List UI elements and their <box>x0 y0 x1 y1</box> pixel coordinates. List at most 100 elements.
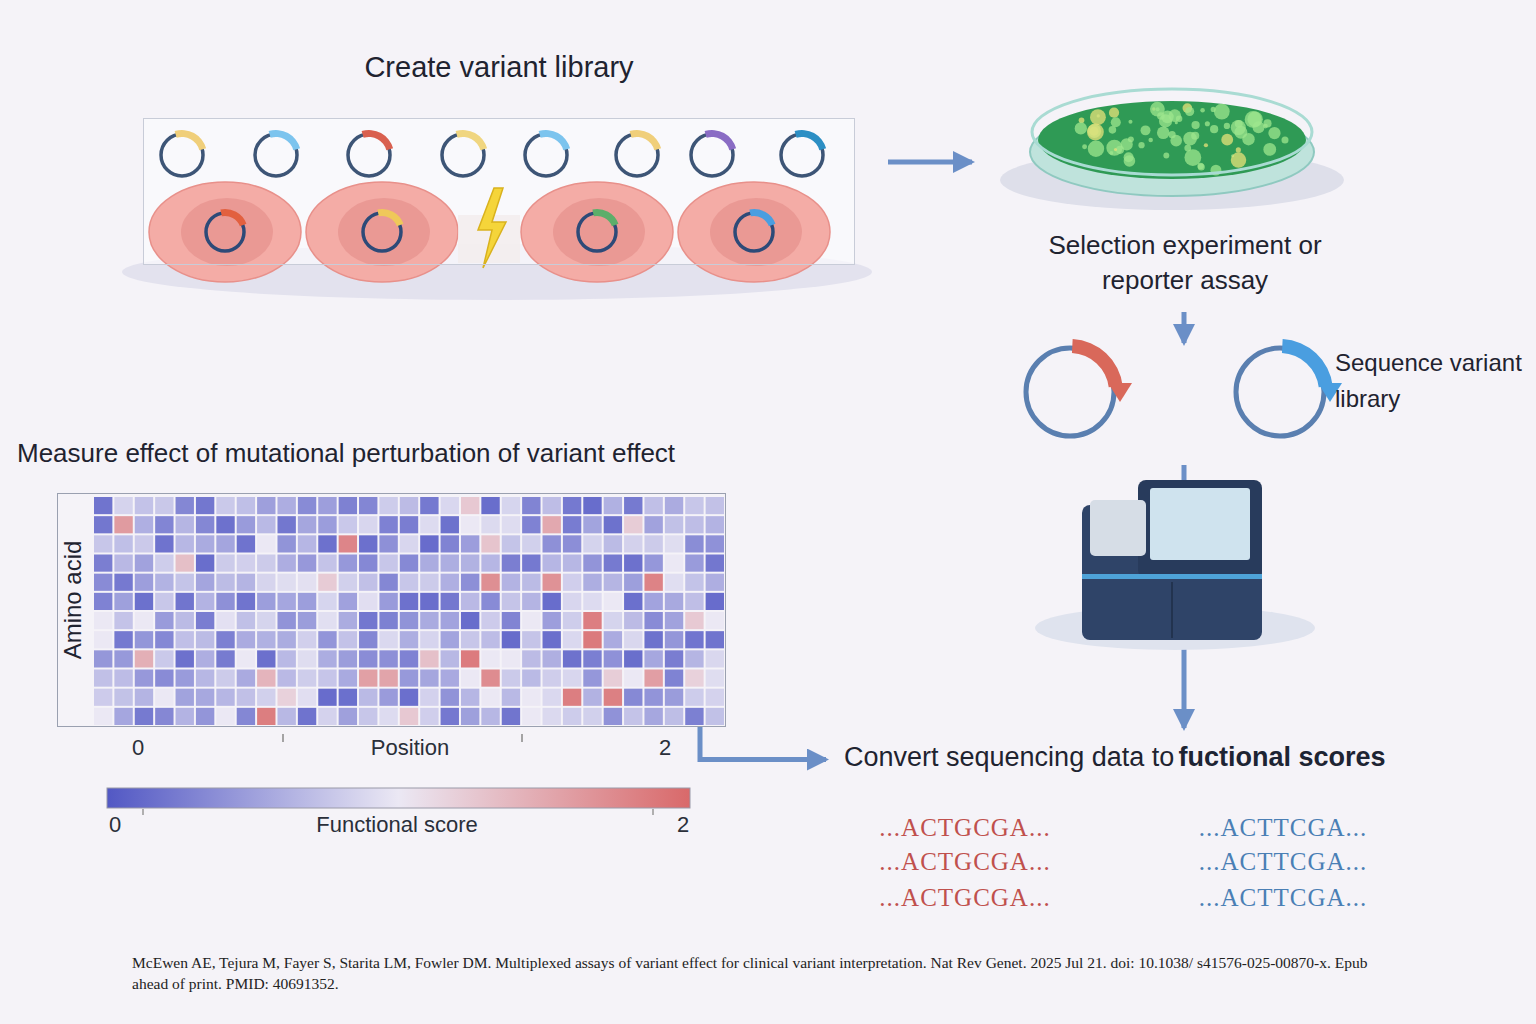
heatmap-cell <box>298 631 316 648</box>
heatmap-cell <box>114 574 132 591</box>
heatmap-cell <box>400 593 418 610</box>
heatmap-cell <box>522 689 540 706</box>
heatmap-cell <box>481 650 499 667</box>
heatmap-cell <box>176 574 194 591</box>
heatmap-cell <box>563 670 581 687</box>
heatmap-cell <box>176 631 194 648</box>
nucleus <box>553 198 645 266</box>
colony <box>1263 119 1271 127</box>
heatmap-cell <box>441 497 459 514</box>
heatmap-cell <box>114 535 132 552</box>
heatmap-cell <box>155 650 173 667</box>
nucleus <box>710 198 802 266</box>
heatmap-cell <box>318 612 336 629</box>
heatmap-cell <box>94 593 112 610</box>
heatmap-cell <box>359 593 377 610</box>
colony <box>1141 125 1151 135</box>
heatmap-cell <box>502 631 520 648</box>
heatmap-cell <box>318 631 336 648</box>
heatmap-cell <box>441 535 459 552</box>
heatmap-cell <box>665 555 683 572</box>
sample-lid <box>1090 500 1146 556</box>
heatmap-cell <box>155 555 173 572</box>
heatmap-cell <box>461 516 479 533</box>
heatmap-cell <box>359 497 377 514</box>
heatmap-cell <box>624 612 642 629</box>
colony <box>1109 151 1113 155</box>
heatmap-cell <box>339 497 357 514</box>
heatmap-cell <box>502 497 520 514</box>
heatmap-cell <box>379 535 397 552</box>
plasmid-insert <box>749 209 775 226</box>
heatmap-cell <box>155 535 173 552</box>
heatmap-cells <box>94 497 724 725</box>
heatmap-cell <box>685 670 703 687</box>
heatmap-cell <box>237 516 255 533</box>
heatmap-cell <box>543 650 561 667</box>
heatmap-cell <box>624 535 642 552</box>
heatmap-cell <box>277 516 295 533</box>
heatmap-cell <box>522 708 540 725</box>
heatmap-cell <box>644 689 662 706</box>
heatmap-cell <box>277 708 295 725</box>
heatmap-cell <box>379 631 397 648</box>
plasmid-insert <box>377 209 403 226</box>
heatmap-cell <box>359 689 377 706</box>
heatmap-cell <box>176 670 194 687</box>
heatmap-cell <box>379 516 397 533</box>
heatmap-cell <box>216 650 234 667</box>
colony <box>1281 136 1288 143</box>
heatmap-panel: Measure effect of mutational perturbatio… <box>57 493 726 727</box>
heatmap-cell <box>298 612 316 629</box>
colony <box>1169 131 1176 138</box>
heatmap-cell <box>420 708 438 725</box>
heatmap-cell <box>257 670 275 687</box>
plasmid-insert <box>1072 339 1123 387</box>
heatmap-cell <box>339 708 357 725</box>
heatmap-cell <box>196 650 214 667</box>
heatmap-cell <box>685 497 703 514</box>
heatmap-cell <box>543 670 561 687</box>
heatmap-cell <box>318 593 336 610</box>
heatmap-cell <box>379 612 397 629</box>
heatmap-cell <box>685 612 703 629</box>
cell-row <box>149 182 830 282</box>
heatmap-cell <box>420 497 438 514</box>
colony <box>1214 104 1230 120</box>
heatmap-cell <box>318 497 336 514</box>
heatmap-cell <box>237 574 255 591</box>
heatmap-cell <box>522 516 540 533</box>
read-sequence: ...ACTTCGA... <box>1199 848 1368 876</box>
colony <box>1087 124 1104 141</box>
heatmap-cell <box>441 593 459 610</box>
heatmap-cell <box>706 612 724 629</box>
heatmap-cell <box>604 516 622 533</box>
heatmap-cell <box>420 593 438 610</box>
heatmap-cell <box>176 689 194 706</box>
heatmap-cell <box>216 555 234 572</box>
heatmap-cell <box>114 555 132 572</box>
heatmap-cell <box>685 708 703 725</box>
flow-arrow <box>700 727 826 760</box>
heatmap-cell <box>114 650 132 667</box>
variant-library: Sequence variant library <box>1020 345 1530 445</box>
heatmap-cell <box>420 574 438 591</box>
heatmap-cell <box>420 650 438 667</box>
tick <box>521 734 523 742</box>
heatmap-cell <box>400 708 418 725</box>
heatmap-cell <box>644 535 662 552</box>
heatmap-cell <box>502 689 520 706</box>
screen <box>1150 488 1250 560</box>
heatmap-cell <box>94 574 112 591</box>
heatmap-cell <box>155 670 173 687</box>
heatmap-cell <box>155 497 173 514</box>
heatmap-cell <box>665 612 683 629</box>
heatmap-cell <box>135 555 153 572</box>
heatmap-cell <box>583 535 601 552</box>
heatmap-cell <box>400 670 418 687</box>
heatmap-cell <box>665 535 683 552</box>
colony <box>1075 122 1087 134</box>
heatmap-cell <box>196 593 214 610</box>
heatmap-cell <box>277 497 295 514</box>
